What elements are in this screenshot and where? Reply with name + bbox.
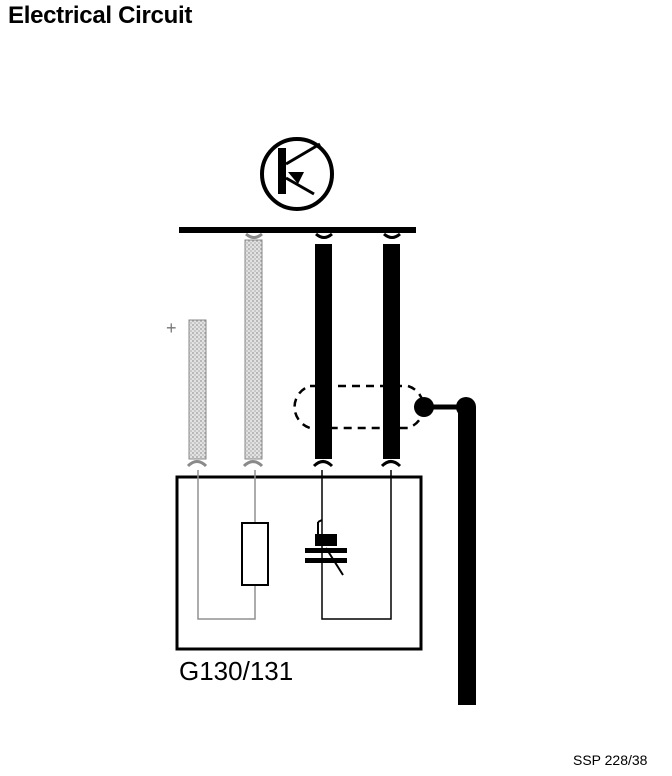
black-wire-1 — [312, 232, 334, 468]
grey-wire-2-plus-supply — [186, 319, 208, 468]
control-unit-transistor-icon — [260, 137, 334, 211]
reference-label: SSP 228/38 — [573, 752, 648, 768]
control-unit-bus-bar — [179, 227, 416, 233]
black-wire-2 — [380, 232, 402, 468]
resistor-icon — [241, 522, 269, 586]
grey-wire-1 — [242, 232, 264, 468]
shield-ground-wire — [458, 407, 476, 705]
diagram-title: Electrical Circuit — [8, 2, 193, 29]
sensor-housing-box — [175, 475, 423, 651]
plus-symbol: + — [166, 318, 177, 338]
component-label: G130/131 — [179, 656, 294, 686]
internal-wiring — [197, 470, 256, 620]
variable-capacitor-icon — [305, 519, 347, 576]
